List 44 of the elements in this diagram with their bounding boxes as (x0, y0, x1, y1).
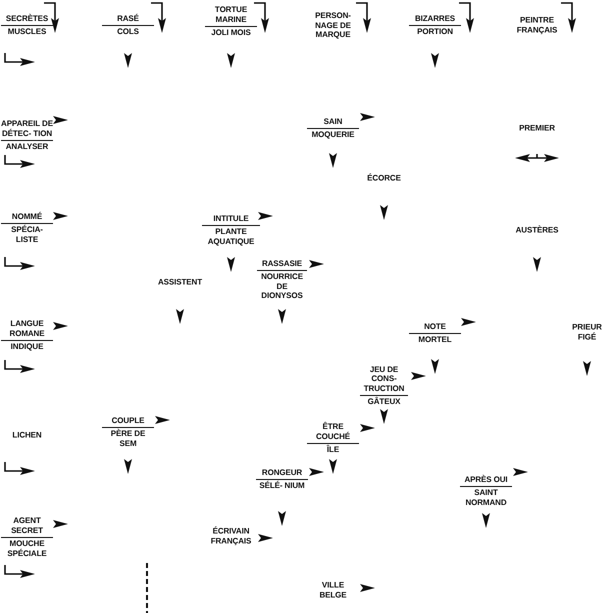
clue-text: AUSTÈRES (514, 225, 560, 235)
clue-text: COLS (116, 27, 140, 36)
clue-text: AGENT SECRET (10, 516, 44, 535)
clue-text: APPAREIL DE DÉTEC- TION (1, 119, 53, 138)
clue-text: SAINT NORMAND (464, 488, 508, 507)
clue-text: JOLI MOIS (210, 28, 252, 38)
clue-text: MUSCLES (6, 27, 48, 36)
clue-text: RASSASIE (260, 258, 304, 268)
clue-text: SÉLÉ- NIUM (258, 481, 306, 490)
clue-text: INDIQUE (10, 342, 44, 352)
clue-text: SAIN (322, 116, 344, 126)
clue-text: ANALYSER (4, 142, 50, 152)
clue-text: PRIEUR FIGÉ (571, 322, 603, 342)
clue-text: ÉCORCE (366, 173, 402, 183)
clue-text: SECRÈTES (4, 14, 50, 23)
clue-text: RASÉ (116, 14, 140, 23)
clue-text: ÊTRE COUCHÉ (314, 422, 352, 441)
clue-text: COUPLE (110, 416, 146, 425)
clue-text: GÂTEUX (366, 397, 402, 406)
clue-text: PLANTE AQUATIQUE (206, 227, 256, 246)
clue-text: PEINTRE FRANÇAIS (516, 16, 558, 34)
clue-text: NOTE (423, 322, 447, 331)
clue-text: ÉCRIVAIN FRANÇAIS (210, 526, 252, 546)
clue-text: INTITULE (212, 214, 250, 223)
clue-text: ÎLE (326, 445, 340, 454)
clue-text: TORTUE MARINE (214, 5, 248, 24)
clue-text: LANGUE ROMANE (8, 319, 46, 338)
clue-text: PÈRE DE SEM (110, 429, 146, 448)
clue-text: RONGEUR (260, 468, 304, 477)
clue-text: PERSON- NAGE DE MARQUE (314, 10, 352, 40)
clue-text: PREMIER (518, 123, 556, 133)
clue-text: NOMMÉ (10, 212, 44, 221)
clue-text: JEU DE CONS- TRUCTION (362, 364, 406, 393)
clue-text: SPÉCIA- LISTE (10, 225, 44, 244)
clue-text: MOQUERIE (310, 130, 356, 140)
clue-text: MORTEL (417, 335, 453, 344)
clue-text: VILLE BELGE (318, 580, 348, 600)
clue-text: PORTION (416, 27, 454, 36)
clue-text: LICHEN (11, 430, 43, 440)
clue-text: ASSISTENT (157, 277, 203, 287)
clue-text: MOUCHE SPÉCIALE (6, 539, 48, 558)
clue-text: BIZARRES (414, 14, 456, 23)
clue-text: APRÈS OUI (463, 474, 509, 484)
clue-text: NOURRICE DE DIONYSOS (260, 272, 304, 300)
